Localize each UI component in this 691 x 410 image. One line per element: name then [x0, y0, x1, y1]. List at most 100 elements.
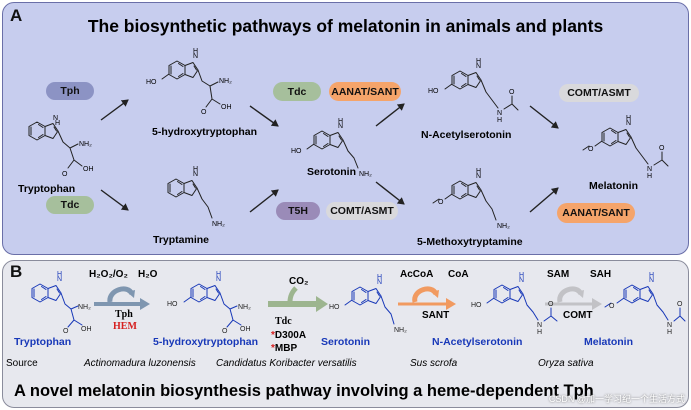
panel-a-title: The biosynthetic pathways of melatonin i… — [87, 16, 604, 36]
svg-text:NH₂: NH₂ — [79, 141, 92, 148]
svg-text:H: H — [377, 274, 382, 281]
step2-mutation-2: *MBP — [271, 343, 297, 354]
struct-tryptophan — [28, 121, 83, 169]
pill-tph: Tph — [46, 82, 94, 100]
svg-text:N: N — [649, 277, 654, 284]
source-4: Oryza sativa — [538, 358, 594, 369]
svg-text:H: H — [647, 173, 652, 180]
struct-n-acetylserotonin — [444, 70, 519, 111]
svg-text:O: O — [438, 199, 444, 206]
step2-mutation-1: *D300A — [271, 330, 306, 341]
svg-text:OH: OH — [83, 166, 94, 173]
svg-text:HO: HO — [146, 79, 157, 86]
struct-5-hydroxytryptophan — [161, 60, 221, 108]
pill-comt-asmt-1: COMT/ASMT — [326, 202, 398, 220]
svg-text:H: H — [476, 58, 481, 65]
svg-text:N: N — [537, 322, 542, 329]
svg-text:HO: HO — [167, 301, 178, 308]
svg-text:O: O — [609, 303, 615, 310]
step1-product: H₂O — [138, 269, 158, 280]
svg-text:HO: HO — [291, 148, 302, 155]
svg-text:OH: OH — [81, 326, 92, 333]
label-serotonin: Serotonin — [307, 166, 356, 178]
label-tryptamine: Tryptamine — [153, 234, 210, 246]
label-tryptophan: Tryptophan — [18, 183, 76, 195]
svg-text:N: N — [193, 171, 198, 178]
struct-serotonin — [306, 130, 359, 169]
svg-text:H: H — [649, 272, 654, 279]
svg-text:OH: OH — [221, 104, 232, 111]
svg-text:N: N — [57, 276, 62, 283]
panel-b — [2, 260, 689, 408]
svg-text:H: H — [497, 117, 502, 124]
svg-text:H: H — [55, 120, 60, 127]
struct-tryptamine — [167, 178, 213, 219]
svg-text:N: N — [476, 63, 481, 70]
step4-product: SAH — [590, 269, 612, 280]
svg-text:N: N — [216, 276, 221, 283]
label-5-methoxytryptamine: 5-Methoxytryptamine — [417, 236, 523, 248]
b-label-serotonin: Serotonin — [321, 336, 370, 348]
arrow-trp-to-tryptamine — [100, 189, 129, 211]
source-3: Sus scrofa — [410, 358, 458, 369]
pill-tdc-2: Tdc — [273, 82, 321, 101]
svg-text:O: O — [222, 328, 228, 335]
svg-text:H: H — [476, 168, 481, 175]
b-struct-melatonin — [604, 284, 686, 322]
step3-cofactor: AcCoA — [400, 269, 434, 280]
svg-text:H: H — [57, 271, 62, 278]
label-melatonin: Melatonin — [589, 180, 638, 192]
arrow-serotonin-to-nas — [375, 103, 405, 127]
svg-text:O: O — [509, 89, 515, 96]
mutation-mbp: MBP — [274, 343, 298, 354]
label-5-hydroxytryptophan: 5-hydroxytryptophan — [152, 126, 258, 138]
b-label-n-acetylserotonin: N-Acetylserotonin — [432, 336, 523, 348]
svg-text:OH: OH — [240, 326, 251, 333]
svg-text:N: N — [338, 123, 343, 130]
svg-text:N: N — [497, 110, 502, 117]
svg-text:HO: HO — [428, 88, 439, 95]
step1-cofactors: H₂O₂/O₂ — [89, 269, 128, 280]
svg-text:H: H — [519, 272, 524, 279]
b-struct-5-hydroxytryptophan — [183, 283, 242, 328]
svg-text:O: O — [201, 109, 207, 116]
svg-text:N: N — [667, 322, 672, 329]
struct-melatonin — [582, 127, 669, 167]
svg-text:H: H — [338, 118, 343, 125]
panel-b-label: B — [10, 262, 23, 281]
source-1: Actinomadura luzonensis — [84, 358, 196, 369]
b-label-tryptophan: Tryptophan — [14, 336, 72, 348]
svg-text:N: N — [647, 166, 652, 173]
step4-cofactor: SAM — [547, 269, 570, 280]
label-n-acetylserotonin: N-Acetylserotonin — [421, 129, 512, 141]
source-2: Candidatus Koribacter versatilis — [216, 358, 357, 369]
b-label-5-hydroxytryptophan: 5-hydroxytryptophan — [153, 336, 259, 348]
mutation-asterisk-1: * — [271, 330, 275, 341]
svg-text:N: N — [53, 115, 58, 122]
source-label: Source — [6, 358, 38, 369]
mutation-d300a: D300A — [274, 330, 307, 341]
svg-text:NH₂: NH₂ — [238, 304, 251, 311]
arrow-htp-to-serotonin — [249, 105, 279, 127]
watermark: CSDN @加一学习纪一个生活方式 — [548, 394, 685, 404]
svg-text:O: O — [677, 301, 683, 308]
svg-text:O: O — [63, 328, 69, 335]
pill-aanat-sant-1: AANAT/SANT — [329, 82, 401, 101]
b-struct-tryptophan — [31, 283, 83, 328]
svg-text:NH₂: NH₂ — [497, 223, 510, 230]
pill-comt-asmt-2: COMT/ASMT — [559, 84, 639, 102]
svg-text:O: O — [588, 146, 594, 153]
sant-cofactor-curve — [412, 286, 439, 303]
step3-product: CoA — [448, 269, 469, 280]
b-label-melatonin: Melatonin — [584, 336, 633, 348]
svg-text:H: H — [626, 115, 631, 122]
arrow-trp-to-htp — [100, 99, 129, 121]
step1-hem: HEM — [113, 321, 137, 332]
svg-text:HO: HO — [471, 302, 482, 309]
svg-text:HO: HO — [329, 304, 340, 311]
svg-text:NH₂: NH₂ — [78, 304, 91, 311]
pill-tdc-1: Tdc — [46, 196, 94, 214]
pill-aanat-sant-2: AANAT/SANT — [557, 203, 635, 223]
step1-enzyme: Tph — [115, 309, 133, 320]
svg-text:N: N — [519, 277, 524, 284]
